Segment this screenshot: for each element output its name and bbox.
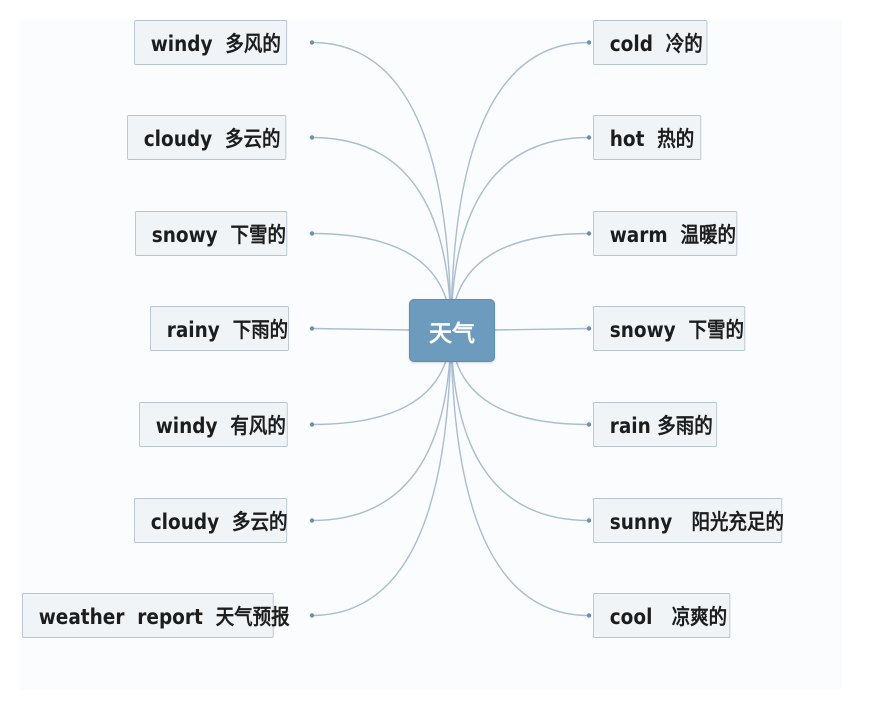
connector-endpoint-dot xyxy=(309,518,315,523)
left-branch-node-6[interactable]: cloudy 多云的 xyxy=(134,498,287,543)
connector-endpoint-dot xyxy=(586,40,592,45)
central-topic[interactable]: 天气 xyxy=(409,299,495,362)
right-branch-node-7[interactable]: cool 凉爽的 xyxy=(593,593,731,638)
connector-endpoint-dot xyxy=(309,135,315,140)
right-branch-node-1[interactable]: cold 冷的 xyxy=(593,20,708,65)
connector-endpoint-dot xyxy=(309,40,315,45)
central-topic-label: 天气 xyxy=(429,320,475,347)
connector-endpoint-dot xyxy=(309,231,315,236)
connector-endpoint-dot xyxy=(586,231,592,236)
connector-endpoint-dot xyxy=(586,135,592,140)
right-connector-line xyxy=(450,136,590,331)
left-branch-node-3[interactable]: snowy 下雪的 xyxy=(135,211,288,256)
connector-endpoint-dot xyxy=(586,422,592,427)
right-branch-node-6[interactable]: sunny 阳光充足的 xyxy=(593,498,784,543)
left-branch-node-7[interactable]: weather report 天气预报 xyxy=(22,593,290,638)
left-branch-node-4[interactable]: rainy 下雨的 xyxy=(150,306,290,351)
left-connector-line xyxy=(311,327,410,331)
right-branch-node-2[interactable]: hot 热的 xyxy=(593,115,702,160)
left-connector-line xyxy=(311,41,452,331)
connector-endpoint-dot xyxy=(309,613,315,618)
connector-endpoint-dot xyxy=(586,613,592,618)
right-branch-node-4[interactable]: snowy 下雪的 xyxy=(593,306,746,351)
connector-endpoint-dot xyxy=(309,326,315,331)
right-connector-line xyxy=(450,329,590,617)
right-connector-line xyxy=(492,327,590,331)
left-branch-node-5[interactable]: windy 有风的 xyxy=(139,402,288,447)
connector-endpoint-dot xyxy=(586,326,592,331)
left-connector-line xyxy=(311,136,452,331)
left-connector-line xyxy=(311,329,452,617)
left-branch-node-1[interactable]: windy 多风的 xyxy=(134,20,288,65)
right-connector-line xyxy=(450,41,590,331)
connector-endpoint-dot xyxy=(309,422,315,427)
left-branch-node-2[interactable]: cloudy 多云的 xyxy=(127,115,287,160)
right-branch-node-3[interactable]: warm 温暖的 xyxy=(593,211,738,256)
connector-endpoint-dot xyxy=(586,518,592,523)
right-branch-node-5[interactable]: rain 多雨的 xyxy=(593,402,718,447)
left-connector-line xyxy=(311,329,452,522)
right-connector-line xyxy=(450,329,590,522)
